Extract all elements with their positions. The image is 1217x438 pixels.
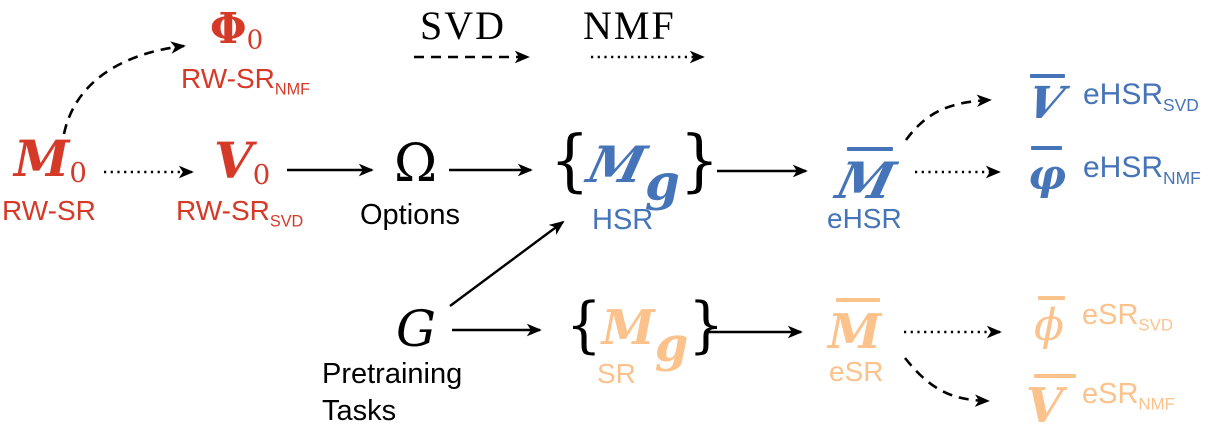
node-omega-label: Options <box>360 199 460 231</box>
v0-label-text: RW-SR <box>176 195 270 226</box>
node-v0-label: RW-SRSVD <box>176 197 303 230</box>
node-ehsr-symbol: M <box>831 151 901 210</box>
node-esr-symbol: M <box>828 308 881 357</box>
node-sr-label: SR <box>597 358 636 389</box>
sr-letter: M <box>601 300 655 356</box>
esr-svd-overbar <box>1038 296 1065 300</box>
node-v0-symbol: V0 <box>214 136 270 190</box>
v0-label-subscript: SVD <box>269 212 304 231</box>
ehsr-svd-overbar <box>1030 74 1065 78</box>
esr-svd-label-text: eSR <box>1082 299 1139 331</box>
esr-letter: M <box>828 304 882 360</box>
node-esr-label: eSR <box>829 356 884 387</box>
esr-nmf-overbar <box>1034 374 1076 378</box>
esr-nmf-label-subscript: NMF <box>1138 394 1175 414</box>
node-ehsr-svd-symbol: V <box>1022 78 1069 129</box>
m0-subscript: 0 <box>69 157 87 190</box>
arrow-esr-to-esr-nmf <box>903 357 990 407</box>
node-m0-symbol: M0 <box>14 134 87 188</box>
sr-subscript: g <box>654 316 689 373</box>
esr-svd-letter: ϕ <box>1034 300 1064 351</box>
esr-nmf-label-text: eSR <box>1082 378 1139 410</box>
hsr-letter: M <box>582 135 653 194</box>
v0-subscript: 0 <box>252 159 271 192</box>
phi0-letter: Φ <box>210 4 247 53</box>
ehsr-nmf-letter: φ <box>1028 150 1067 199</box>
arrow-m0-to-phi0 <box>62 41 186 135</box>
arrow-ehsr-to-ehsr-svd <box>904 94 992 141</box>
ehsr-svd-label-subscript: SVD <box>1163 94 1199 115</box>
phi0-label-subscript: NMF <box>274 80 311 99</box>
legend-nmf-label: NMF <box>583 3 676 48</box>
node-ehsr-svd-label: eHSRSVD <box>1083 80 1199 114</box>
hsr-subscript: g <box>644 152 680 212</box>
phi0-label-text: RW-SR <box>181 63 275 94</box>
esr-overbar <box>836 298 880 302</box>
g-label-line1: Pretraining <box>322 358 463 390</box>
ehsr-svd-letter: V <box>1021 78 1069 129</box>
node-esr-svd-symbol: ϕ <box>1034 304 1064 348</box>
hsr-close-brace: } <box>679 121 720 200</box>
g-label-line2: Tasks <box>322 395 397 427</box>
esr-nmf-letter: V <box>1026 378 1064 434</box>
node-phi0-symbol: Φ0 <box>210 8 263 54</box>
node-hsr-label: HSR <box>592 204 654 236</box>
legend-svd-label: SVD <box>420 3 507 48</box>
esr-svd-label-subscript: SVD <box>1138 315 1173 335</box>
node-omega-symbol: Ω <box>394 134 438 194</box>
ehsr-overbar <box>847 147 893 151</box>
node-esr-nmf-symbol: V <box>1026 382 1063 431</box>
node-m0-label: RW-SR <box>2 195 96 226</box>
ehsr-svd-label-text: eHSR <box>1083 78 1164 111</box>
node-ehsr-label: eHSR <box>827 203 902 234</box>
sr-open-brace: { <box>566 290 602 361</box>
node-esr-nmf-label: eSRNMF <box>1082 380 1175 414</box>
ehsr-nmf-label-text: eHSR <box>1083 151 1164 184</box>
hsr-open-brace: { <box>550 121 590 200</box>
ehsr-nmf-overbar <box>1031 146 1062 150</box>
v0-letter: V <box>214 131 253 190</box>
ehsr-nmf-label-subscript: NMF <box>1163 167 1201 188</box>
node-hsr-symbol: {Mg} <box>550 121 720 208</box>
node-sr-symbol: {Mg} <box>566 290 724 369</box>
node-ehsr-nmf-symbol: φ <box>1028 154 1066 196</box>
phi0-subscript: 0 <box>246 25 264 56</box>
sr-close-brace: } <box>688 290 724 361</box>
node-esr-svd-label: eSRSVD <box>1082 301 1173 335</box>
m0-letter: M <box>14 129 70 188</box>
node-g-symbol: G <box>396 300 436 358</box>
node-ehsr-nmf-label: eHSRNMF <box>1083 153 1201 187</box>
ehsr-letter: M <box>830 151 901 210</box>
node-phi0-label: RW-SRNMF <box>181 65 310 98</box>
arrow-g-to-hsr <box>449 220 565 307</box>
